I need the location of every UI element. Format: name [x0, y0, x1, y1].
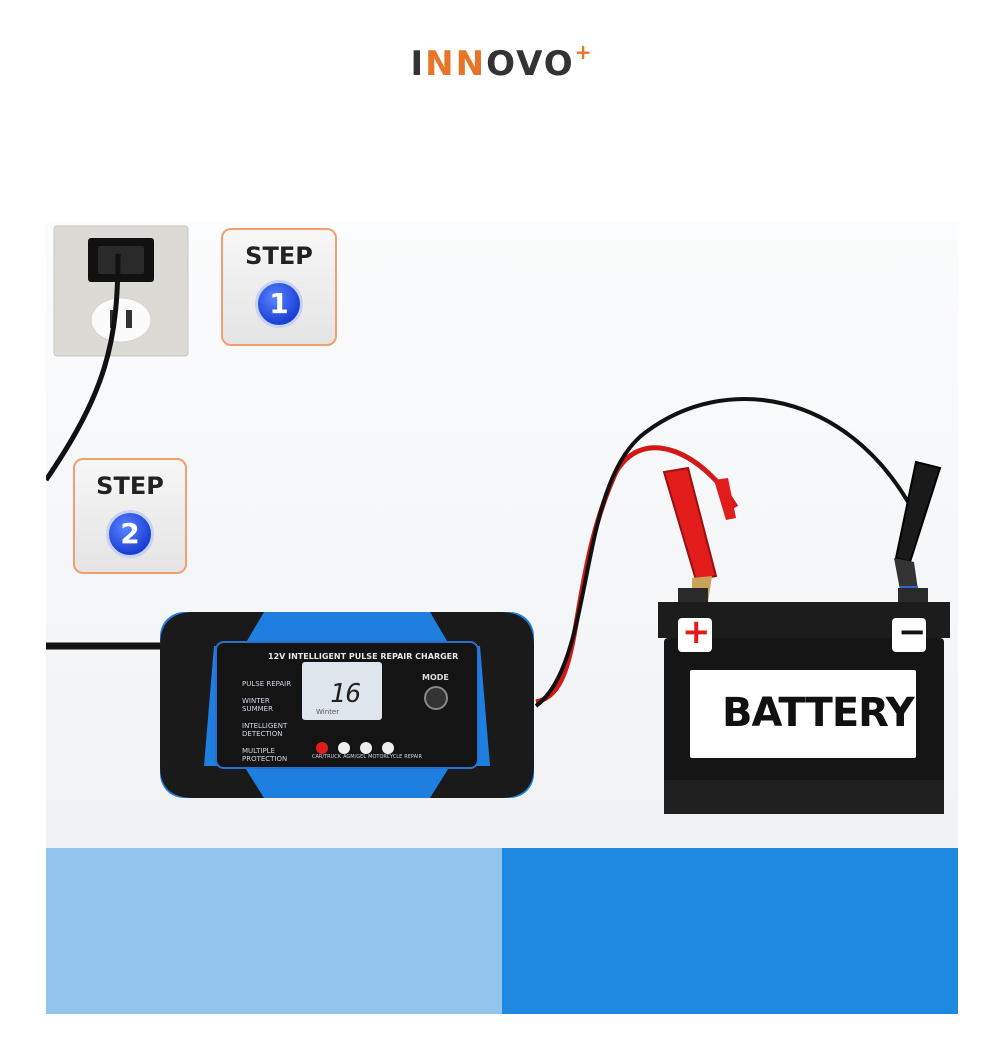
- red-clamp: [662, 466, 736, 602]
- battery-label: BATTERY: [722, 690, 915, 736]
- feature-multiple-protection: MULTIPLE PROTECTION: [242, 747, 288, 763]
- feature-winter-summer: WINTER SUMMER: [242, 697, 273, 713]
- charger-display-mode: Winter: [316, 708, 340, 716]
- indicator-agm-gel: AGM/GEL: [343, 754, 367, 760]
- charger-indicators: CAR/TRUCK AGM/GEL MOTORCYCLE REPAIR: [312, 754, 422, 760]
- charger-title: 12V INTELLIGENT PULSE REPAIR CHARGER: [268, 652, 459, 661]
- feature-intelligent-detection: INTELLIGENT DETECTION: [242, 722, 288, 738]
- step-2-number: 2: [106, 510, 154, 558]
- floor-dark: [502, 848, 958, 1014]
- battery-charger: 16 MODE: [160, 612, 534, 798]
- step-2-label: STEP: [96, 472, 164, 500]
- floor-light: [46, 848, 502, 1014]
- product-scene: STEP 1 STEP 2 16 MODE 12V INTELLIGENT PU…: [46, 222, 958, 1014]
- feature-pulse-repair: PULSE REPAIR: [242, 680, 292, 688]
- indicator-repair: REPAIR: [404, 754, 422, 760]
- car-battery: [658, 588, 950, 814]
- black-clamp: [894, 460, 942, 600]
- battery-positive-sign: +: [682, 612, 711, 652]
- step-2-card: STEP 2: [73, 458, 187, 574]
- charger-features: PULSE REPAIR WINTER SUMMER INTELLIGENT D…: [242, 680, 294, 763]
- indicator-motorcycle: MOTORCYCLE: [368, 754, 403, 760]
- wall-outlet-icon: [53, 225, 189, 357]
- indicator-car-truck: CAR/TRUCK: [312, 754, 342, 760]
- battery-negative-sign: −: [898, 612, 927, 652]
- step-1-label: STEP: [245, 242, 313, 270]
- charger-mode-label: MODE: [422, 673, 449, 682]
- step-1-card: STEP 1: [221, 228, 337, 346]
- charger-display-value: 16: [330, 679, 361, 709]
- brand-logo: INNOVO+: [410, 40, 594, 84]
- step-1-number: 1: [255, 280, 303, 328]
